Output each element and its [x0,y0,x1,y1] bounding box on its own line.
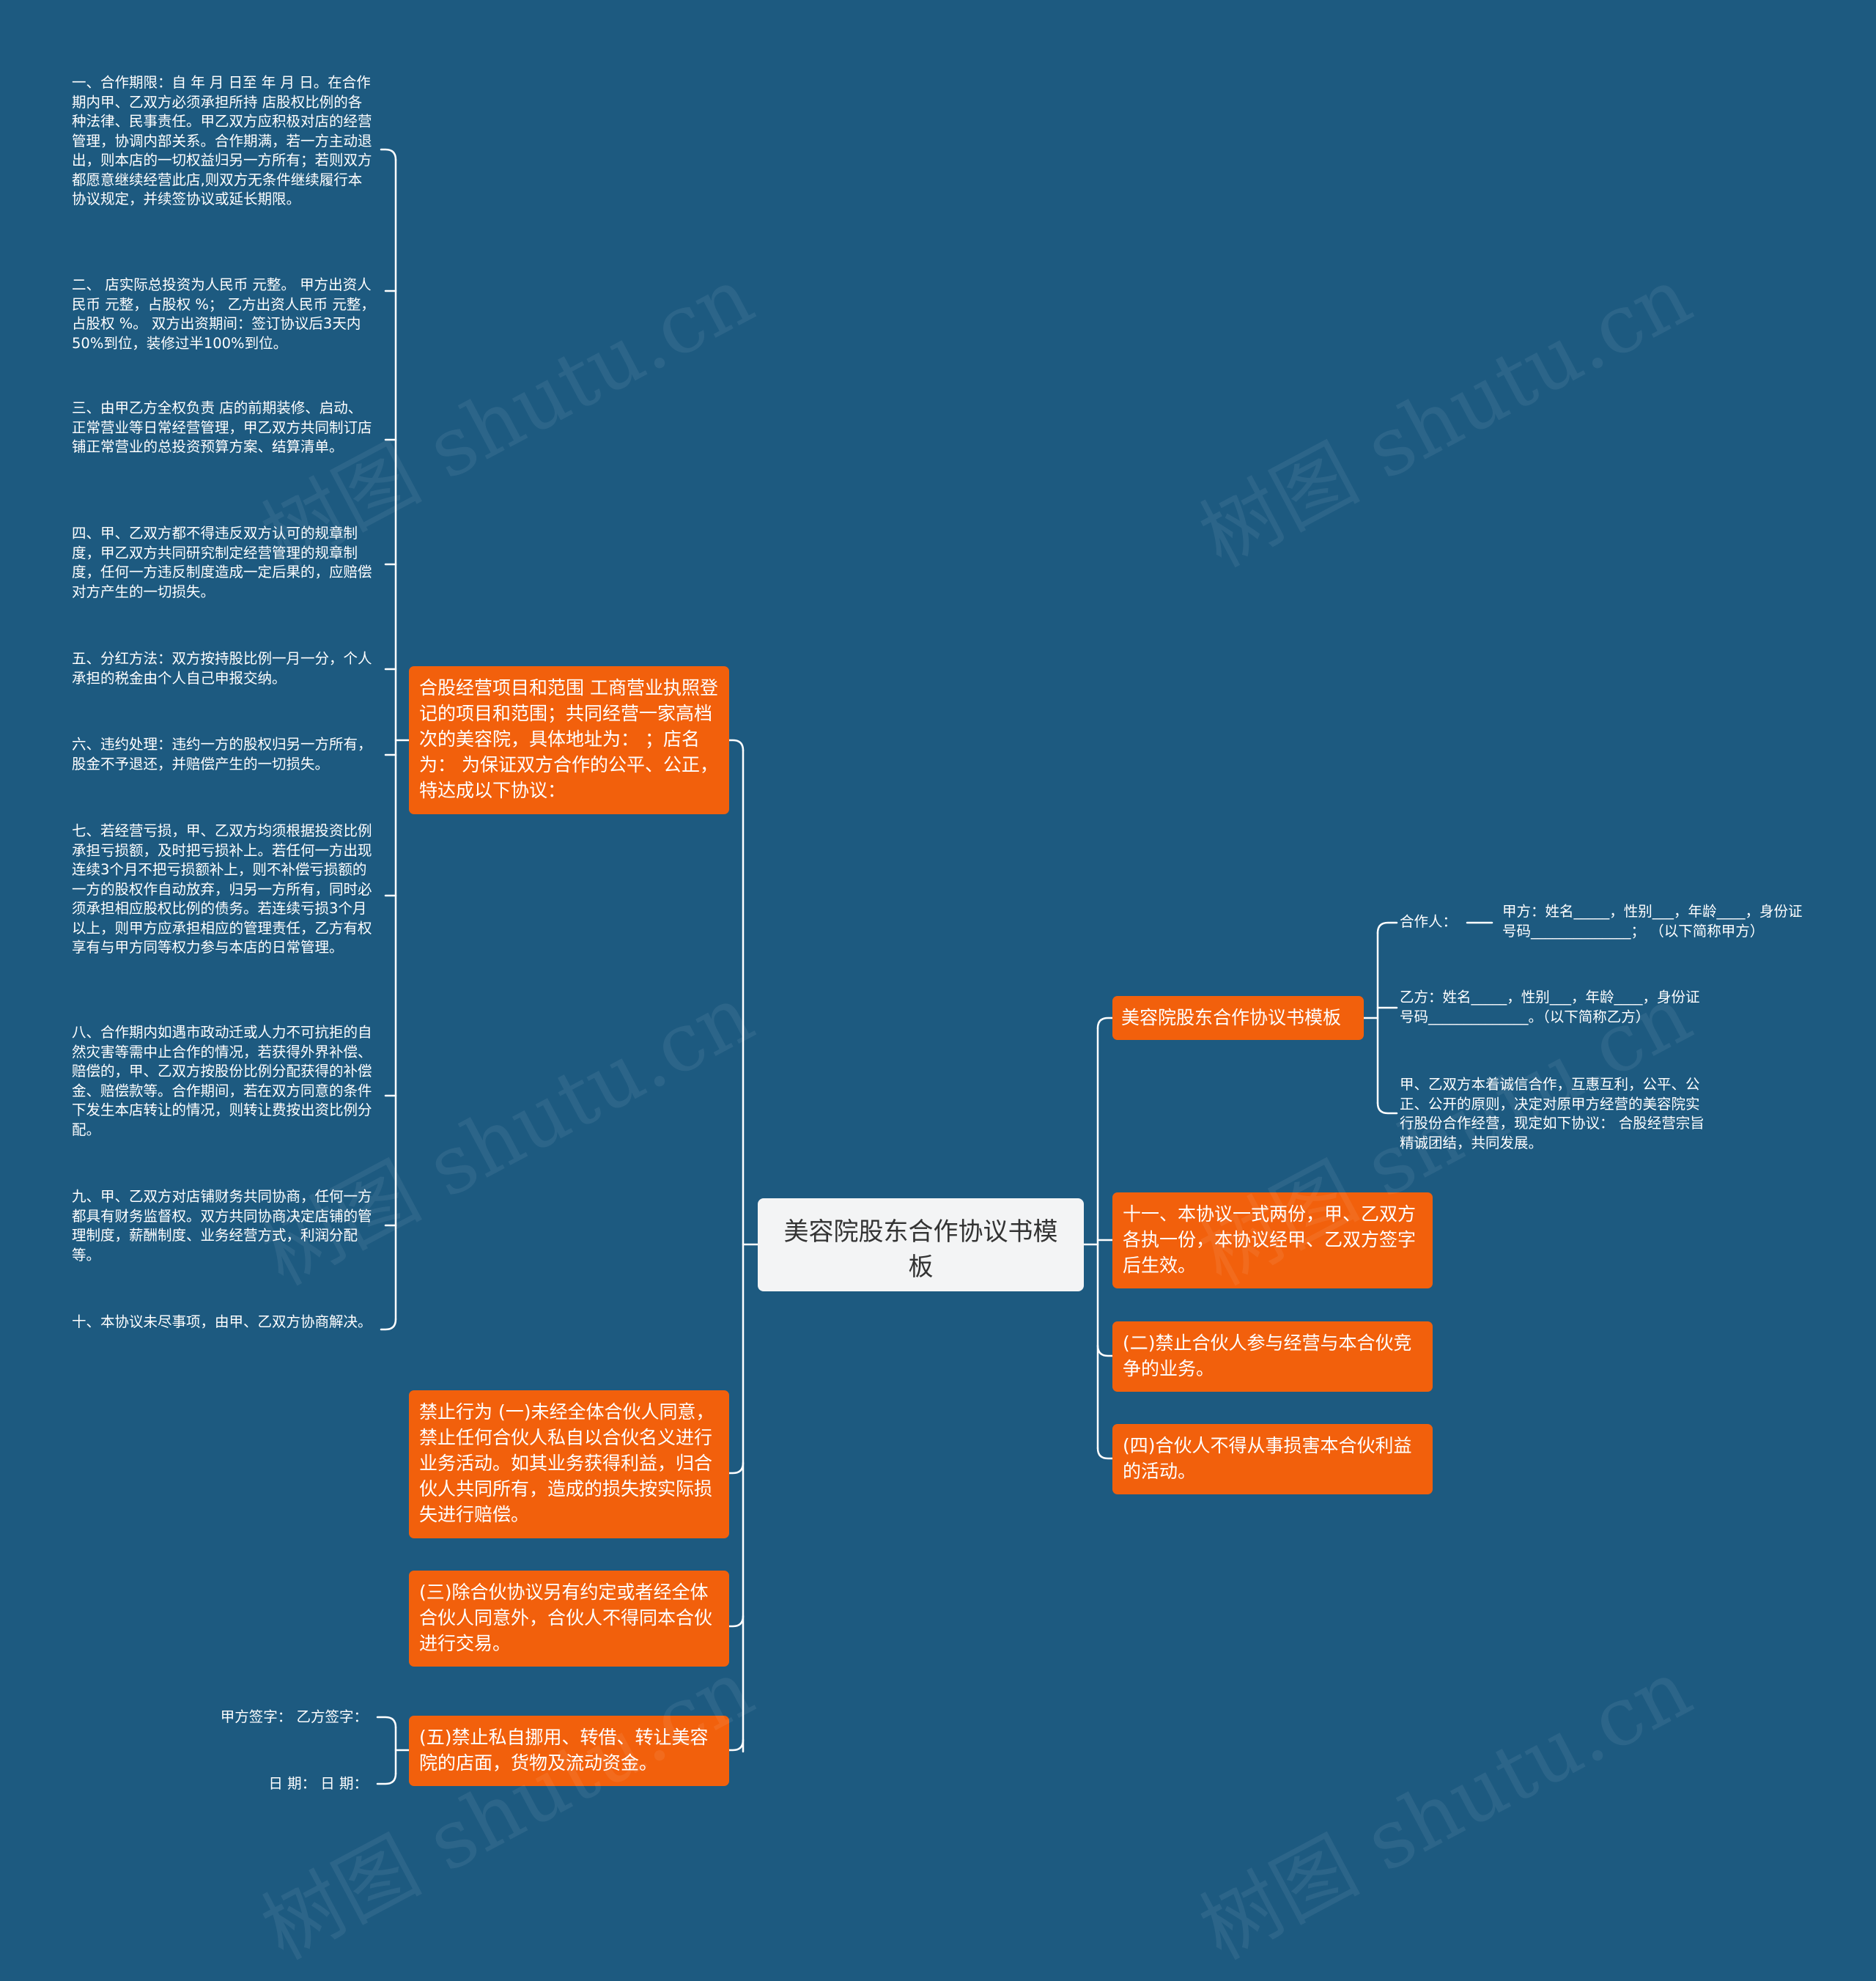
node-compete[interactable]: (二)禁止合伙人参与经营与本合伙竞争的业务。 [1112,1321,1433,1392]
party-b-info: 乙方：姓名_____，性别___，年龄____，身份证号码___________… [1400,989,1700,1025]
node-trade[interactable]: (三)除合伙协议另有约定或者经全体合伙人同意外，合伙人不得同本合伙进行交易。 [409,1571,729,1667]
node-assets[interactable]: (五)禁止私自挪用、转借、转让美容院的店面，货物及流动资金。 [409,1716,729,1786]
node-prohibit[interactable]: 禁止行为 (一)未经全体合伙人同意，禁止任何合伙人私自以合伙名义进行业务活动。如… [409,1390,729,1538]
connector-lines [376,148,1493,1785]
scope-item-10: 十、本协议未尽事项，由甲、乙双方协商解决。 [72,1313,372,1330]
signature-line: 甲方签字： 乙方签字： [220,1708,368,1725]
node-template[interactable]: 美容院股东合作协议书模板 [1112,996,1364,1040]
partner-label: 合作人： [1400,913,1458,930]
scope-item-1: 一、合作期限：自 年 月 日至 年 月 日。在合作期内甲、乙双方必须承担所持 店… [72,74,372,207]
scope-item-2: 二、 店实际总投资为人民币 元整。 甲方出资人民币 元整，占股权 %； 乙方出资… [72,276,375,352]
scope-item-8: 八、合作期内如遇市政动迁或人力不可抗拒的自然灾害等需中止合作的情况，若获得外界补… [72,1024,372,1138]
party-a-info: 甲方：姓名_____，性别___，年龄____，身份证号码___________… [1502,903,1803,940]
scope-item-7: 七、若经营亏损，甲、乙双方均须根据投资比例承担亏损额，及时把亏损补上。若任何一方… [72,822,372,956]
scope-item-6: 六、违约处理：违约一方的股权归另一方所有，股金不予退还，并赔偿产生的一切损失。 [72,736,372,772]
scope-item-5: 五、分红方法：双方按持股比例一月一分，个人承担的税金由个人自己申报交纳。 [72,650,372,687]
central-topic[interactable]: 美容院股东合作协议书模板 [758,1198,1084,1291]
node-scope[interactable]: 合股经营项目和范围 工商营业执照登记的项目和范围；共同经营一家高档次的美容院，具… [409,666,729,814]
node-harm[interactable]: (四)合伙人不得从事损害本合伙利益的活动。 [1112,1424,1433,1494]
date-line: 日 期： 日 期： [268,1775,368,1792]
node-copies[interactable]: 十一、本协议一式两份，甲、乙双方各执一份，本协议经甲、乙双方签字后生效。 [1112,1192,1433,1288]
scope-item-3: 三、由甲乙方全权负责 店的前期装修、启动、正常营业等日常经营管理，甲乙双方共同制… [72,399,372,455]
scope-item-9: 九、甲、乙双方对店铺财务共同协商，任何一方都具有财务监督权。双方共同协商决定店铺… [72,1188,372,1264]
cooperation-purpose: 甲、乙双方本着诚信合作，互惠互利，公平、公正、公开的原则，决定对原甲方经营的美容… [1400,1076,1705,1151]
scope-item-4: 四、甲、乙双方都不得违反双方认可的规章制度，甲乙双方共同研究制定经营管理的规章制… [72,525,372,600]
